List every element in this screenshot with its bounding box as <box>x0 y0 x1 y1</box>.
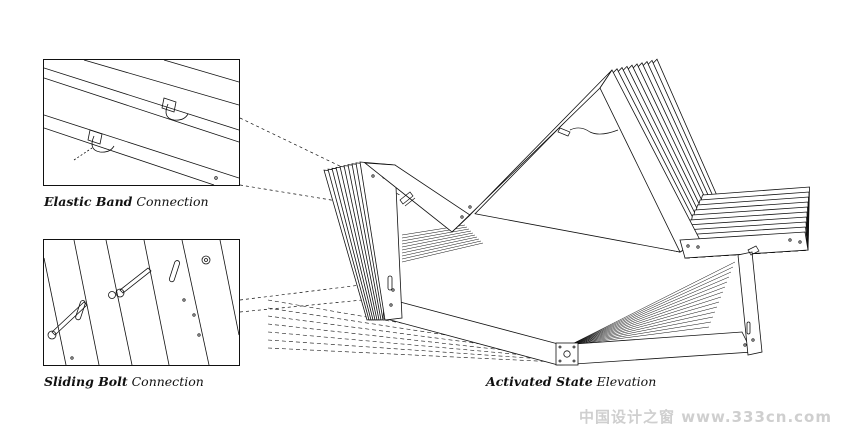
elastic-clip-lower-icon <box>87 129 115 153</box>
activated-state-caption-rest: Elevation <box>592 374 657 389</box>
elastic-band-caption: Elastic Band Connection <box>44 194 209 209</box>
fan-line <box>569 321 712 346</box>
fan-line <box>569 306 718 346</box>
elastic-band-detail-drawing <box>44 60 239 185</box>
fan-line <box>569 271 732 346</box>
fan-line <box>569 276 730 346</box>
elastic-band-detail-box <box>43 59 240 186</box>
right-box <box>679 231 809 356</box>
sliding-bolt-detail-box <box>43 239 240 366</box>
fan-line <box>569 296 722 346</box>
fan-line <box>569 286 726 346</box>
inner-rib-line <box>401 236 478 254</box>
activated-state-caption: Activated State Elevation <box>486 374 656 389</box>
fan-line <box>569 316 714 346</box>
fan-line <box>569 281 728 346</box>
sliding-bolt-caption-bold: Sliding Bolt <box>44 374 128 389</box>
elastic-band-clips <box>399 127 760 256</box>
inner-rib-line <box>401 234 476 251</box>
bolt-slot <box>387 275 751 335</box>
inner-rib-line <box>401 238 480 257</box>
inner-rib-line <box>401 242 484 263</box>
watermark: 中国设计之窗 www.333cn.com <box>579 408 832 426</box>
inner-rib-line <box>401 232 474 248</box>
fan-line <box>569 266 734 346</box>
fan-line <box>569 291 724 346</box>
sliding-bolt-caption: Sliding Bolt Connection <box>44 374 204 389</box>
inner-rib-line <box>401 228 470 242</box>
sliding-bolt-detail-drawing <box>44 240 239 365</box>
hinge-plate <box>555 342 579 366</box>
elastic-band-caption-rest: Connection <box>132 194 209 209</box>
fan-line <box>569 301 720 346</box>
nut-icon <box>108 255 211 299</box>
elastic-clip-upper-icon <box>161 97 189 121</box>
inner-rib-line <box>401 226 468 239</box>
inner-rib-line <box>401 240 482 260</box>
bolt-short-icon <box>115 267 152 298</box>
fan-line <box>569 311 716 346</box>
sliding-bolt-caption-rest: Connection <box>127 374 204 389</box>
bolt-long-icon <box>47 301 88 340</box>
activated-state-caption-bold: Activated State <box>486 374 593 389</box>
elastic-band-caption-bold: Elastic Band <box>44 194 133 209</box>
fan-line <box>569 261 736 346</box>
fan-line <box>569 326 710 346</box>
inner-rib-line <box>401 230 472 245</box>
